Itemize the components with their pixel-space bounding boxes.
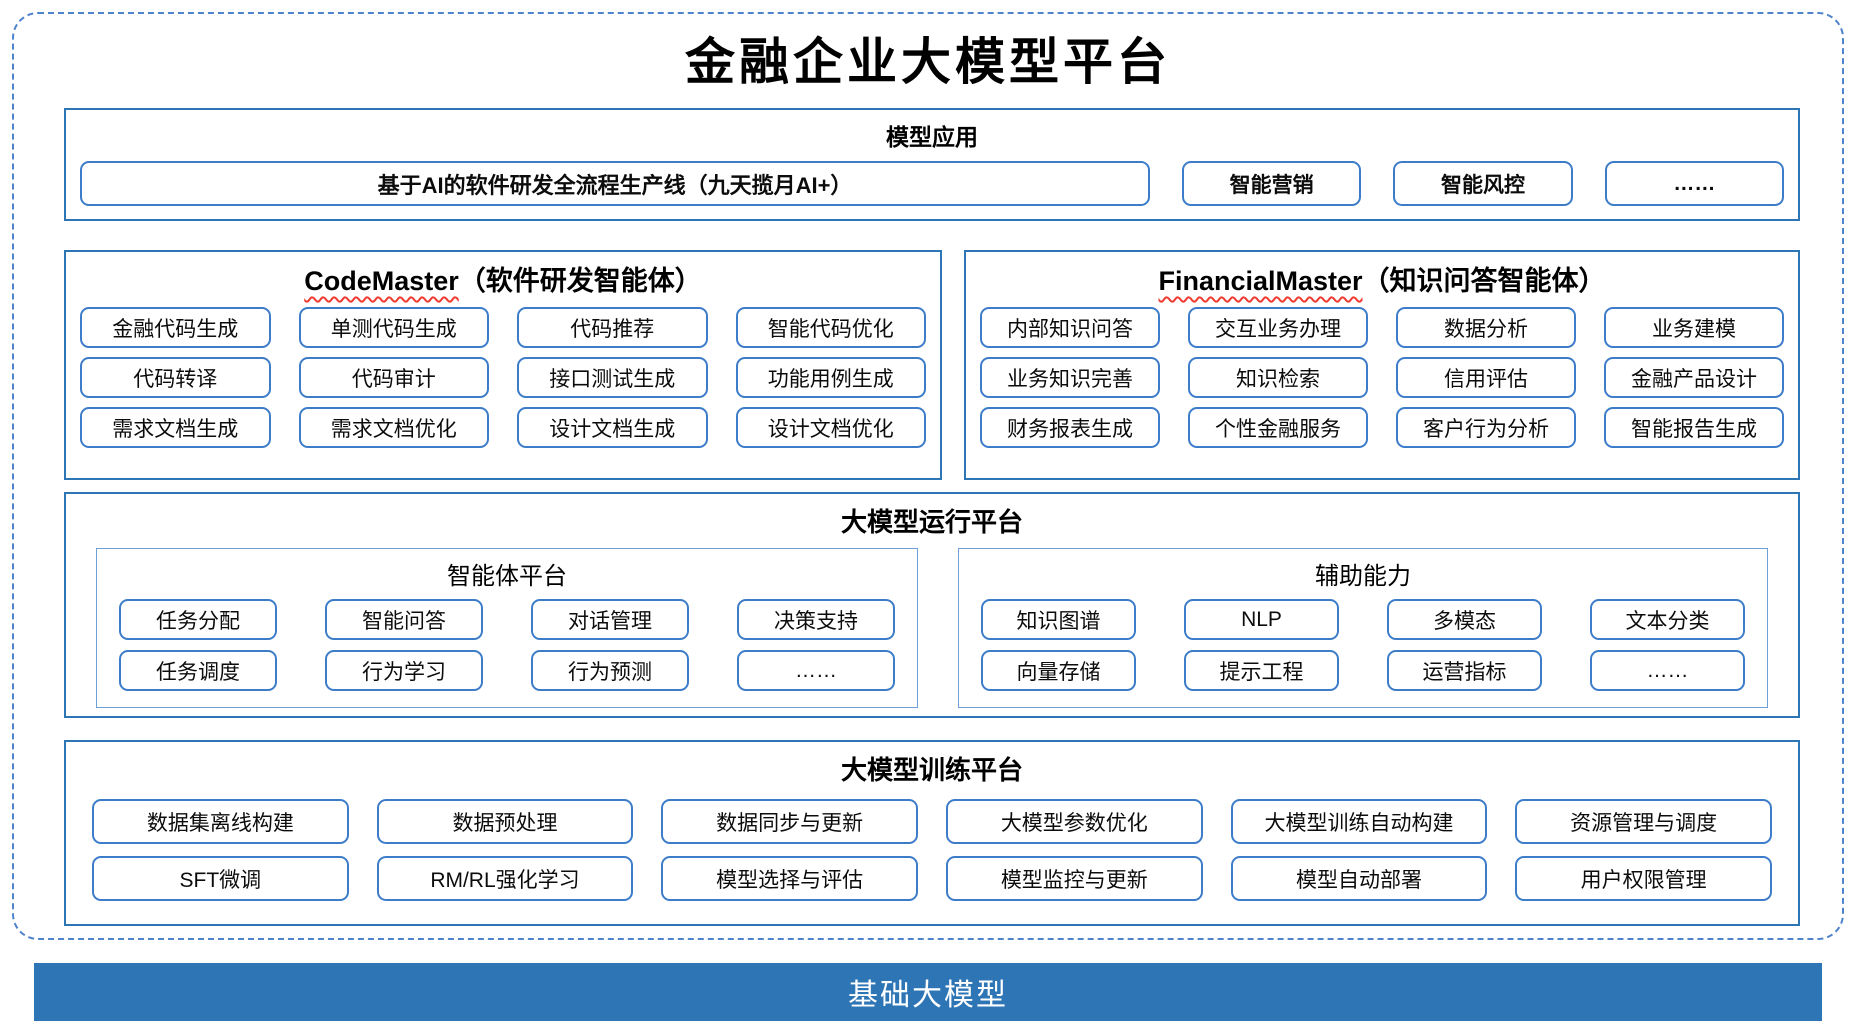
agent-platform-title: 智能体平台 — [447, 563, 567, 590]
runtime-inner: 智能体平台 任务分配 智能问答 对话管理 决策支持 任务调度 行为学习 行为预测… — [66, 539, 1798, 708]
aux-item: 运营指标 — [1387, 650, 1542, 691]
financialmaster-title-zh: （知识问答智能体） — [1362, 266, 1606, 296]
agent-platform-item: 行为学习 — [325, 650, 483, 691]
app-box-ai-pipeline: 基于AI的软件研发全流程生产线（九天揽月AI+） — [80, 161, 1150, 206]
foundation-model-bar: 基础大模型 — [34, 963, 1822, 1021]
codemaster-title-en: CodeMaster — [304, 266, 459, 296]
financialmaster-item: 知识检索 — [1188, 357, 1368, 398]
panel-aux-capabilities: 辅助能力 知识图谱 NLP 多模态 文本分类 向量存储 提示工程 运营指标 …… — [958, 548, 1768, 708]
financialmaster-item: 个性金融服务 — [1188, 407, 1368, 448]
panel-codemaster: CodeMaster（软件研发智能体） 金融代码生成 单测代码生成 代码推荐 智… — [64, 250, 942, 480]
training-item: 模型选择与评估 — [661, 856, 918, 901]
aux-item: 知识图谱 — [981, 599, 1136, 640]
training-item: 模型监控与更新 — [945, 856, 1203, 901]
financialmaster-item: 智能报告生成 — [1604, 407, 1784, 448]
training-item: RM/RL强化学习 — [376, 856, 634, 901]
codemaster-item: 需求文档优化 — [298, 407, 489, 448]
training-grid: 数据集离线构建 数据预处理 数据同步与更新 大模型参数优化 大模型训练自动构建 … — [66, 787, 1798, 915]
aux-item: 文本分类 — [1590, 599, 1745, 640]
financialmaster-grid: 内部知识问答 交互业务办理 数据分析 业务建模 业务知识完善 知识检索 信用评估… — [966, 298, 1798, 460]
training-item: 数据预处理 — [376, 799, 634, 844]
foundation-model-label: 基础大模型 — [848, 979, 1008, 1012]
codemaster-item: 代码转译 — [80, 357, 271, 398]
codemaster-item: 智能代码优化 — [735, 307, 926, 348]
financialmaster-item: 业务建模 — [1604, 307, 1784, 348]
codemaster-title: CodeMaster（软件研发智能体） — [66, 252, 940, 298]
financialmaster-item: 财务报表生成 — [980, 407, 1160, 448]
agent-platform-item: 任务分配 — [119, 599, 277, 640]
financialmaster-item: 内部知识问答 — [980, 307, 1160, 348]
codemaster-grid: 金融代码生成 单测代码生成 代码推荐 智能代码优化 代码转译 代码审计 接口测试… — [66, 298, 940, 460]
runtime-title: 大模型运行平台 — [840, 507, 1023, 537]
training-item: 大模型训练自动构建 — [1230, 799, 1488, 844]
codemaster-item: 代码审计 — [298, 357, 489, 398]
aux-capabilities-title: 辅助能力 — [1315, 563, 1411, 590]
training-item: 数据集离线构建 — [92, 799, 349, 844]
agent-platform-item: 对话管理 — [531, 599, 689, 640]
financialmaster-title-en: FinancialMaster — [1158, 266, 1363, 296]
aux-item: 提示工程 — [1184, 650, 1339, 691]
codemaster-item: 代码推荐 — [517, 307, 708, 348]
training-item: 数据同步与更新 — [661, 799, 918, 844]
codemaster-title-zh: （软件研发智能体） — [458, 266, 702, 296]
aux-item: …… — [1590, 650, 1745, 691]
financialmaster-item: 客户行为分析 — [1396, 407, 1576, 448]
training-title: 大模型训练平台 — [840, 755, 1023, 785]
codemaster-item: 接口测试生成 — [517, 357, 708, 398]
training-item: 模型自动部署 — [1230, 856, 1488, 901]
app-box-risk: 智能风控 — [1393, 161, 1573, 206]
codemaster-item: 金融代码生成 — [80, 307, 271, 348]
agent-platform-item: 行为预测 — [531, 650, 689, 691]
training-item: 大模型参数优化 — [945, 799, 1203, 844]
section-training-platform: 大模型训练平台 数据集离线构建 数据预处理 数据同步与更新 大模型参数优化 大模… — [64, 740, 1800, 926]
agent-platform-item: 智能问答 — [325, 599, 483, 640]
app-box-marketing: 智能营销 — [1182, 161, 1362, 206]
agent-platform-item: …… — [737, 650, 895, 691]
training-item: 资源管理与调度 — [1515, 799, 1772, 844]
app-box-more: …… — [1604, 161, 1784, 206]
aux-capabilities-grid: 知识图谱 NLP 多模态 文本分类 向量存储 提示工程 运营指标 …… — [959, 591, 1767, 703]
page-title: 金融企业大模型平台 — [685, 32, 1171, 91]
training-item: 用户权限管理 — [1515, 856, 1772, 901]
financialmaster-item: 数据分析 — [1396, 307, 1576, 348]
agent-platform-item: 决策支持 — [737, 599, 895, 640]
aux-item: NLP — [1184, 599, 1339, 640]
aux-item: 多模态 — [1387, 599, 1542, 640]
codemaster-item: 单测代码生成 — [298, 307, 489, 348]
panel-financialmaster: FinancialMaster（知识问答智能体） 内部知识问答 交互业务办理 数… — [964, 250, 1800, 480]
financialmaster-item: 交互业务办理 — [1188, 307, 1368, 348]
section-runtime-platform: 大模型运行平台 智能体平台 任务分配 智能问答 对话管理 决策支持 任务调度 行… — [64, 492, 1800, 718]
financialmaster-item: 业务知识完善 — [980, 357, 1160, 398]
financialmaster-title: FinancialMaster（知识问答智能体） — [966, 252, 1798, 298]
model-applications-row: 基于AI的软件研发全流程生产线（九天揽月AI+） 智能营销 智能风控 …… — [66, 152, 1798, 218]
agent-platform-item: 任务调度 — [119, 650, 277, 691]
section-model-applications-title: 模型应用 — [886, 124, 978, 150]
financialmaster-item: 金融产品设计 — [1604, 357, 1784, 398]
codemaster-item: 需求文档生成 — [80, 407, 271, 448]
section-model-applications: 模型应用 基于AI的软件研发全流程生产线（九天揽月AI+） 智能营销 智能风控 … — [64, 108, 1800, 221]
agents-row: CodeMaster（软件研发智能体） 金融代码生成 单测代码生成 代码推荐 智… — [64, 250, 1800, 480]
codemaster-item: 功能用例生成 — [735, 357, 926, 398]
training-item: SFT微调 — [92, 856, 349, 901]
panel-agent-platform: 智能体平台 任务分配 智能问答 对话管理 决策支持 任务调度 行为学习 行为预测… — [96, 548, 918, 708]
codemaster-item: 设计文档生成 — [517, 407, 708, 448]
agent-platform-grid: 任务分配 智能问答 对话管理 决策支持 任务调度 行为学习 行为预测 …… — [97, 591, 917, 703]
financialmaster-item: 信用评估 — [1396, 357, 1576, 398]
platform-dashed-frame — [12, 12, 1844, 940]
aux-item: 向量存储 — [981, 650, 1136, 691]
codemaster-item: 设计文档优化 — [735, 407, 926, 448]
